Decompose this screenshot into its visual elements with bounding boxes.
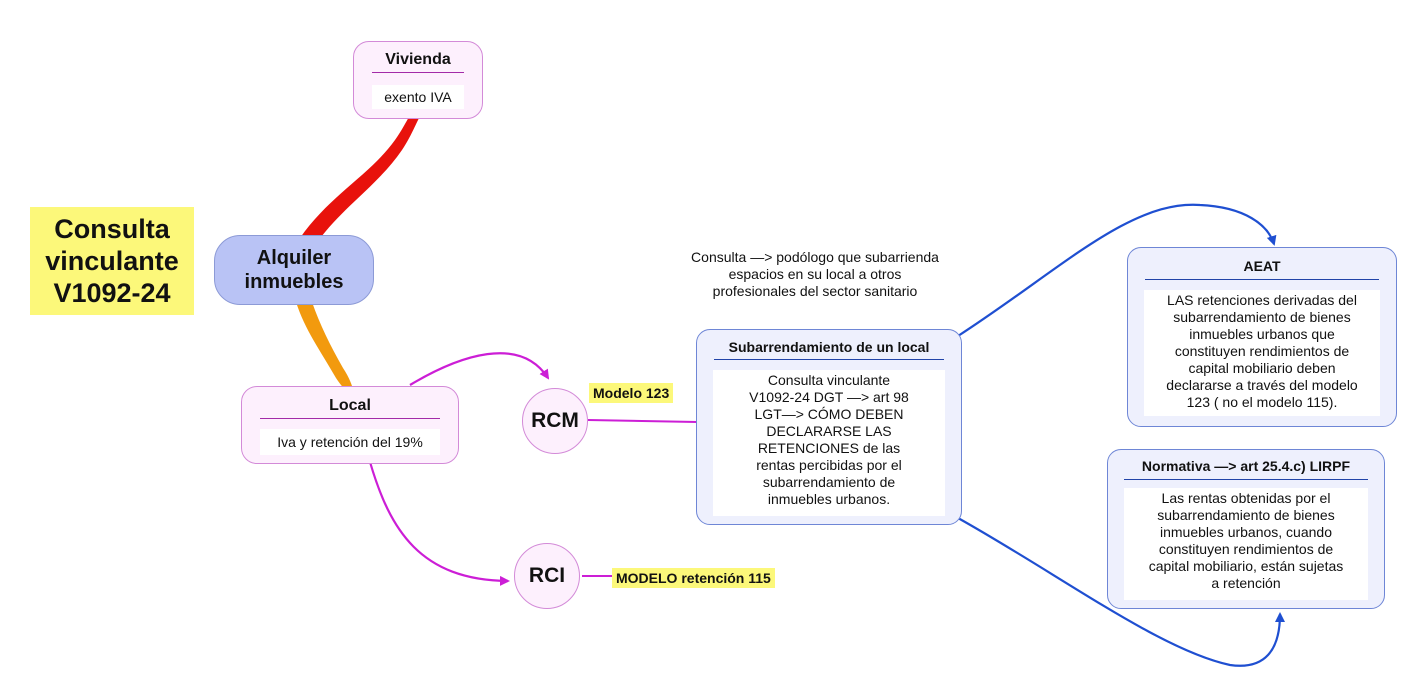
diagram-title: Consulta vinculante V1092-24: [30, 207, 194, 315]
aeat-node[interactable]: AEAT LAS retenciones derivadas del subar…: [1127, 247, 1397, 427]
modelo-123-tag: Modelo 123: [589, 383, 674, 403]
link-rcm-sub: [587, 419, 698, 423]
link-sub-normativa: [957, 517, 1285, 667]
subarrendamiento-title: Subarrendamiento de un local: [728, 339, 930, 355]
subarrendamiento-node[interactable]: Subarrendamiento de un local Consulta vi…: [696, 329, 962, 525]
local-title: Local: [329, 397, 371, 414]
normativa-title: Normativa —> art 25.4.c) LIRPF: [1141, 458, 1351, 474]
consulta-note: Consulta —> podólogo que subarrienda esp…: [691, 249, 939, 299]
branch-local: [296, 302, 352, 388]
normativa-node[interactable]: Normativa —> art 25.4.c) LIRPF Las renta…: [1107, 449, 1385, 609]
rcm-node[interactable]: RCM: [522, 388, 588, 454]
aeat-text: LAS retenciones derivadas del subarrenda…: [1144, 290, 1380, 416]
branch-vivienda: [300, 112, 420, 241]
subarrendamiento-text: Consulta vinculante V1092-24 DGT —> art …: [713, 370, 945, 516]
central-node-alquiler[interactable]: Alquiler inmuebles: [214, 235, 374, 305]
modelo-115-tag: MODELO retención 115: [612, 568, 775, 588]
vivienda-text: exento IVA: [372, 85, 464, 109]
local-node[interactable]: Local Iva y retención del 19%: [241, 386, 459, 464]
link-sub-aeat: [957, 203, 1277, 337]
local-text: Iva y retención del 19%: [260, 429, 440, 455]
link-local-rcm: [409, 352, 550, 386]
vivienda-node[interactable]: Vivienda exento IVA: [353, 41, 483, 119]
normativa-text: Las rentas obtenidas por el subarrendami…: [1124, 488, 1368, 600]
rci-node[interactable]: RCI: [514, 543, 580, 609]
vivienda-title: Vivienda: [385, 51, 451, 68]
link-local-rci: [368, 461, 510, 586]
aeat-title: AEAT: [1243, 258, 1281, 274]
